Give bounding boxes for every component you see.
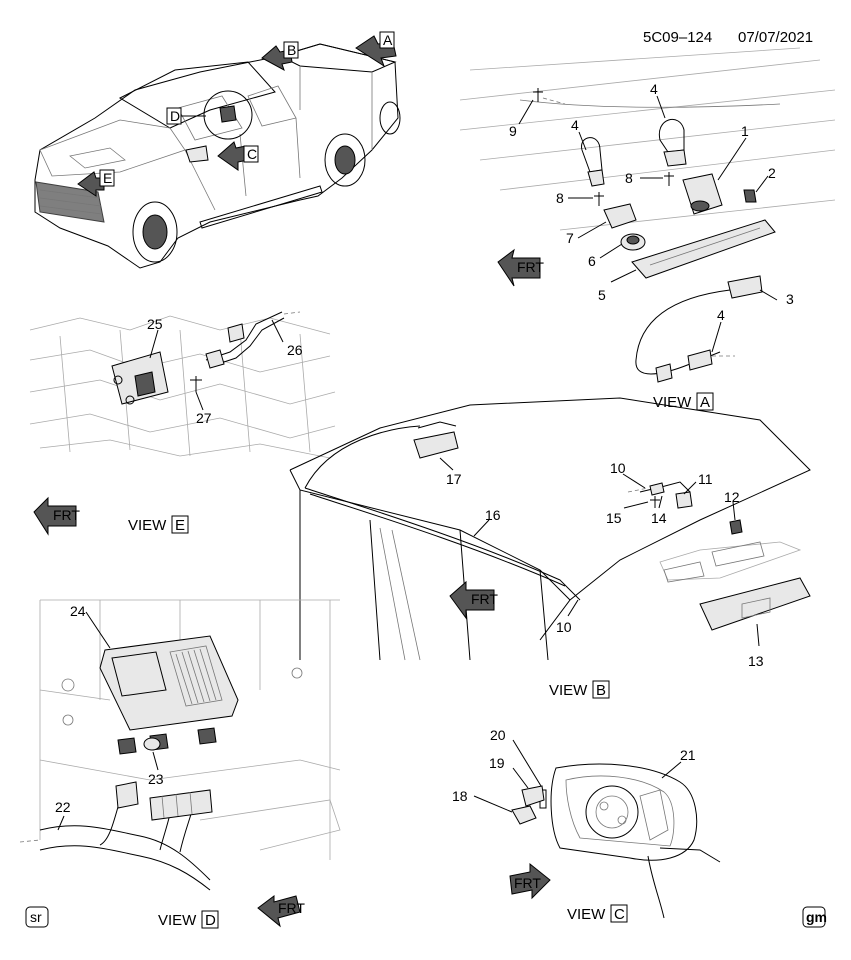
view-c-letter-box: [610, 904, 628, 923]
part-label-19: 19: [489, 755, 505, 771]
part-label-10a: 10: [610, 460, 626, 476]
part-label-10b: 10: [556, 619, 572, 635]
view-a-label: VIEW: [653, 394, 692, 411]
part-label-22: 22: [55, 799, 71, 815]
truck-callout-e: E: [103, 170, 112, 186]
part-label-1: 1: [741, 123, 749, 139]
truck-callout-a: A: [383, 32, 393, 48]
part-label-24: 24: [70, 603, 86, 619]
view-d-letter-box: [201, 910, 219, 929]
view-b-illustration: FRT: [289, 397, 811, 661]
part-label-12: 12: [724, 489, 740, 505]
view-e-label: VIEW: [128, 517, 167, 534]
truck-overview: A B C D E: [34, 31, 401, 269]
part-label-7: 7: [566, 230, 574, 246]
truck-callout-c: C: [247, 146, 257, 162]
part-label-4c: 4: [717, 307, 725, 323]
view-c-label: VIEW: [567, 906, 606, 923]
view-e-letter-box: [171, 515, 189, 534]
diagram-code: 5C09–124: [643, 29, 712, 46]
part-label-27: 27: [196, 410, 212, 426]
gm-logo-text: gm: [806, 909, 827, 925]
frt-label-c: FRT: [514, 875, 541, 891]
part-label-21: 21: [680, 747, 696, 763]
view-a-illustration: FRT: [459, 47, 836, 383]
part-label-23: 23: [148, 771, 164, 787]
part-label-16: 16: [485, 507, 501, 523]
view-e-illustration: FRT: [29, 311, 336, 536]
truck-callout-b: B: [287, 42, 296, 58]
view-d-label: VIEW: [158, 912, 197, 929]
view-b-letter: B: [596, 682, 606, 699]
part-label-5: 5: [598, 287, 606, 303]
part-label-15: 15: [606, 510, 622, 526]
gm-logo: [802, 906, 826, 928]
sr-mark-text: sr: [30, 909, 42, 925]
frt-label-a: FRT: [517, 259, 544, 275]
part-label-14: 14: [651, 510, 667, 526]
view-d-letter: D: [205, 912, 216, 929]
frt-label-b: FRT: [471, 591, 498, 607]
part-label-20: 20: [490, 727, 506, 743]
view-d-illustration: FRT: [19, 599, 341, 928]
part-label-17: 17: [446, 471, 462, 487]
part-label-26: 26: [287, 342, 303, 358]
truck-callout-d: D: [170, 108, 180, 124]
view-c-illustration: FRT: [509, 763, 721, 919]
frt-label-d: FRT: [278, 900, 305, 916]
part-label-25: 25: [147, 316, 163, 332]
part-label-6: 6: [588, 253, 596, 269]
part-label-18: 18: [452, 788, 468, 804]
diagram-date: 07/07/2021: [738, 29, 813, 46]
part-label-2: 2: [768, 165, 776, 181]
part-label-9: 9: [509, 123, 517, 139]
view-b-label: VIEW: [549, 682, 588, 699]
part-label-3: 3: [786, 291, 794, 307]
part-label-8b: 8: [625, 170, 633, 186]
sr-mark: [25, 906, 49, 928]
frt-label-e: FRT: [53, 507, 80, 523]
view-a-letter-box: [696, 392, 714, 411]
view-e-letter: E: [175, 517, 185, 534]
view-c-letter: C: [614, 906, 625, 923]
part-label-4a: 4: [571, 117, 579, 133]
part-label-4b: 4: [650, 81, 658, 97]
part-label-8a: 8: [556, 190, 564, 206]
part-label-11: 11: [698, 471, 713, 487]
part-label-13: 13: [748, 653, 764, 669]
view-b-letter-box: [592, 680, 610, 699]
view-a-letter: A: [700, 394, 710, 411]
